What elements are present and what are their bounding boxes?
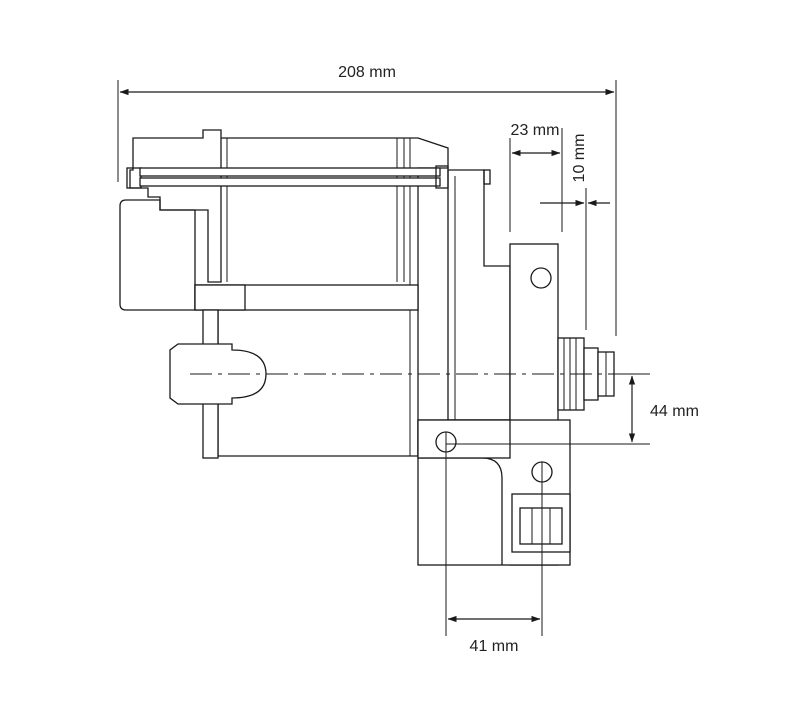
dim-label-23: 23 mm xyxy=(511,122,560,139)
dimension-vertical-offset: 44 mm xyxy=(446,373,699,445)
dimension-overall-width: 208 mm xyxy=(117,64,617,336)
dimension-hole-spacing: 41 mm xyxy=(445,432,543,655)
tie-rod-lower xyxy=(139,177,441,187)
dim-label-208: 208 mm xyxy=(338,64,396,81)
frame-stub xyxy=(483,169,491,185)
dim-label-44: 44 mm xyxy=(650,403,699,420)
bottom-bracket-cap xyxy=(417,419,511,459)
dim-label-41: 41 mm xyxy=(470,638,519,655)
lower-clamp-inner xyxy=(519,507,563,545)
bracket-bar-block xyxy=(194,284,246,311)
left-cap xyxy=(129,129,222,283)
lower-left-housing xyxy=(119,199,196,311)
dimension-offset-top: 23 mm xyxy=(509,122,563,232)
part-outline xyxy=(119,129,615,566)
center-frame xyxy=(447,169,511,421)
left-cap-lug xyxy=(126,167,142,189)
dim-label-10: 10 mm xyxy=(571,134,588,183)
dimension-offset-small: 10 mm xyxy=(540,134,610,330)
tie-rod-upper xyxy=(139,167,441,177)
mounting-hole-top xyxy=(530,267,552,289)
